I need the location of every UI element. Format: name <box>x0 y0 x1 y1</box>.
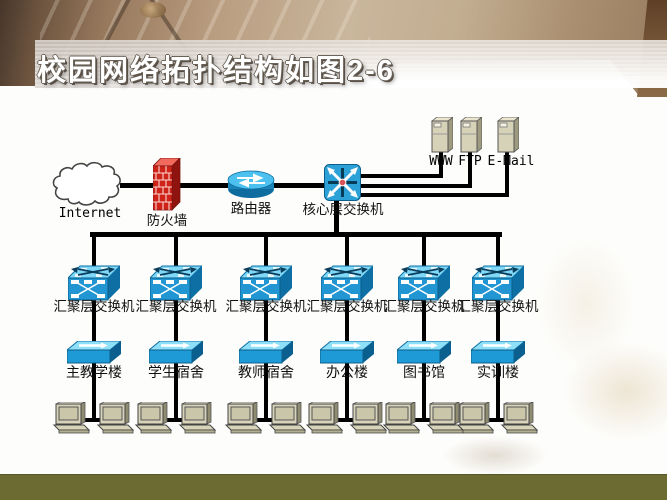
internet-label: Internet <box>58 206 122 221</box>
building-label: 主教学楼 <box>66 364 122 380</box>
distribution-bus <box>90 232 502 237</box>
mail-server-icon <box>496 117 519 153</box>
building-label: 学生宿舍 <box>148 364 204 380</box>
link-bus-to-agg <box>174 235 178 270</box>
building-label: 办公楼 <box>326 364 368 380</box>
link-agg-to-building <box>174 294 178 348</box>
router-icon <box>226 170 276 200</box>
link-core-to-ftp-server <box>468 150 472 188</box>
pc-icon <box>500 402 540 434</box>
pc-icon <box>134 402 174 434</box>
link-core-to-bus <box>334 198 339 236</box>
aggregation-switch-label: 汇聚层交换机 <box>53 299 135 314</box>
bottom-bar <box>0 474 667 500</box>
aggregation-switch-label: 汇聚层交换机 <box>383 299 465 314</box>
pc-group-bus <box>150 418 202 422</box>
pc-icon <box>456 402 496 434</box>
pc-icon <box>178 402 218 434</box>
firewall-label: 防火墙 <box>146 213 188 228</box>
www-server-label: WWW <box>429 154 453 169</box>
www-server-icon <box>430 117 453 153</box>
building-switch-icon <box>239 341 293 365</box>
building-switch-icon <box>397 341 451 365</box>
link-building-to-pcs <box>345 362 349 422</box>
title-band <box>35 40 667 88</box>
aggregation-switch-label: 汇聚层交换机 <box>457 299 539 314</box>
building-switch-icon <box>471 341 525 365</box>
pc-icon <box>382 402 422 434</box>
link-agg-to-building <box>496 294 500 348</box>
link-agg-to-building <box>345 294 349 348</box>
core-switch-label: 核心层交换机 <box>302 202 384 217</box>
aggregation-switch-icon <box>240 264 292 302</box>
link-bus-to-agg <box>496 235 500 270</box>
pc-icon <box>96 402 136 434</box>
building-switch-icon <box>149 341 203 365</box>
link-bus-to-agg <box>345 235 349 270</box>
building-label: 实训楼 <box>477 364 519 380</box>
building-label: 教师宿舍 <box>238 364 294 380</box>
background-watermark <box>532 95 667 475</box>
pc-group-bus <box>472 418 524 422</box>
pc-group-bus <box>398 418 450 422</box>
pc-group-bus <box>68 418 120 422</box>
pc-icon <box>268 402 308 434</box>
pc-icon <box>224 402 264 434</box>
aggregation-switch-icon <box>472 264 524 302</box>
link-bus-to-agg <box>264 235 268 270</box>
link-building-to-pcs <box>174 362 178 422</box>
aggregation-switch-label: 汇聚层交换机 <box>306 299 388 314</box>
link-building-to-pcs <box>422 362 426 422</box>
building-switch-icon <box>320 341 374 365</box>
link-core-to-mail-server <box>356 193 509 197</box>
link-core-to-www-server <box>439 150 443 178</box>
internet-cloud-icon <box>50 161 124 207</box>
aggregation-switch-label: 汇聚层交换机 <box>225 299 307 314</box>
ftp-server-icon <box>459 117 482 153</box>
aggregation-switch-icon <box>68 264 120 302</box>
ftp-server-label: FTP <box>458 154 482 169</box>
mail-server-label: E-Mail <box>487 154 535 169</box>
compass-pivot-decoration <box>140 2 166 18</box>
link-building-to-pcs <box>264 362 268 422</box>
router-label: 路由器 <box>230 201 272 216</box>
link-building-to-pcs <box>92 362 96 422</box>
aggregation-switch-label: 汇聚层交换机 <box>135 299 217 314</box>
pc-group-bus <box>321 418 373 422</box>
aggregation-switch-icon <box>150 264 202 302</box>
firewall-icon <box>153 158 183 212</box>
link-core-to-mail-server <box>505 150 509 197</box>
link-agg-to-building <box>264 294 268 348</box>
aggregation-switch-icon <box>398 264 450 302</box>
link-core-to-www-server <box>356 174 443 178</box>
slide-title: 校园网络拓扑结构如图2-6 <box>37 55 395 87</box>
link-bus-to-agg <box>422 235 426 270</box>
pc-group-bus <box>240 418 292 422</box>
link-core-to-ftp-server <box>356 184 472 188</box>
link-building-to-pcs <box>496 362 500 422</box>
core-switch-icon <box>324 164 361 201</box>
link-bus-to-agg <box>92 235 96 270</box>
link-internet-to-core <box>120 183 330 188</box>
building-label: 图书馆 <box>403 364 445 380</box>
pc-icon <box>52 402 92 434</box>
link-agg-to-building <box>422 294 426 348</box>
building-switch-icon <box>67 341 121 365</box>
link-agg-to-building <box>92 294 96 348</box>
background-watermark <box>420 428 570 474</box>
pc-icon <box>305 402 345 434</box>
aggregation-switch-icon <box>321 264 373 302</box>
